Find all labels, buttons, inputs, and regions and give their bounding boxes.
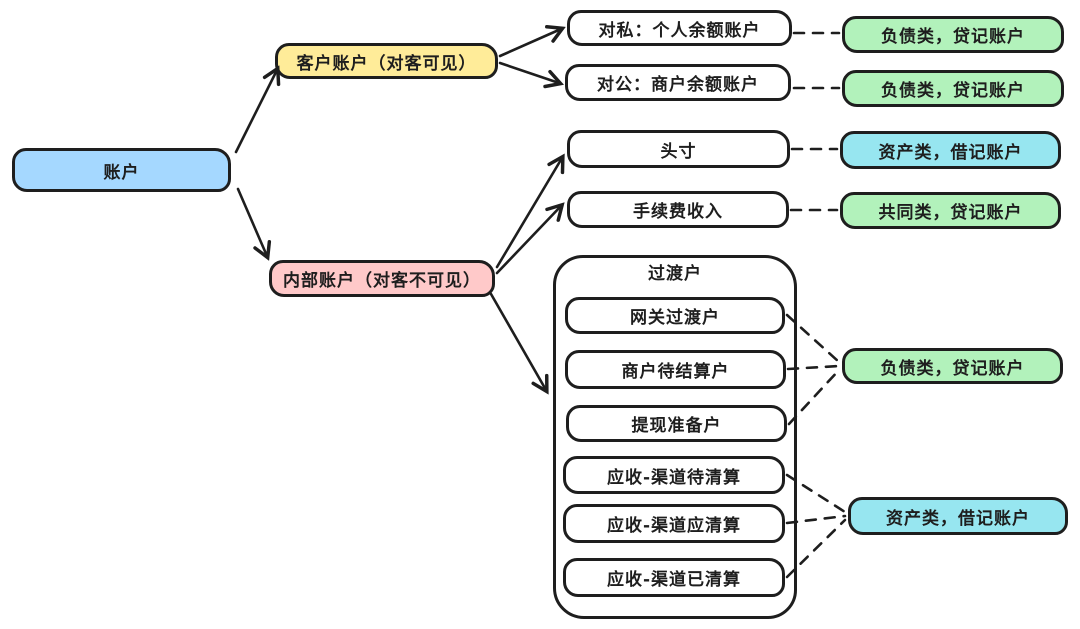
node-gateway-transition-label: 网关过渡户 <box>630 308 720 328</box>
node-position[interactable]: 头寸 <box>567 130 790 168</box>
node-personal-balance[interactable]: 对私：个人余额账户 <box>567 10 792 46</box>
node-asset-debit-1[interactable]: 资产类，借记账户 <box>840 131 1061 169</box>
node-liability-credit-1[interactable]: 负债类，贷记账户 <box>842 16 1064 53</box>
transition-group-text: 过渡户 <box>648 263 702 284</box>
node-withdrawal-reserve-label: 提现准备户 <box>631 416 722 436</box>
node-merchant-pending-settlement[interactable]: 商户待结算户 <box>565 350 786 389</box>
node-root-account-label: 账户 <box>103 162 140 183</box>
edge-customer-to-merchant-arrow <box>498 61 559 83</box>
edge-root-to-customer-arrow <box>234 70 277 154</box>
node-merchant-balance-label: 对公：商户余额账户 <box>597 75 759 95</box>
node-root-account[interactable]: 账户 <box>12 148 231 192</box>
node-liability-credit-3[interactable]: 负债类，贷记账户 <box>842 348 1063 384</box>
node-personal-balance-label: 对私：个人余额账户 <box>598 20 761 41</box>
node-receivable-channel-due[interactable]: 应收-渠道应清算 <box>563 504 785 543</box>
edge-root-to-internal-arrow <box>236 187 267 256</box>
edge-customer-to-personal-arrow <box>498 29 561 58</box>
node-liability-credit-2-label: 负债类，贷记账户 <box>881 81 1025 101</box>
node-receivable-channel-cleared[interactable]: 应收-渠道已清算 <box>563 558 785 597</box>
node-common-credit[interactable]: 共同类，贷记账户 <box>840 192 1061 229</box>
node-receivable-channel-pending-label: 应收-渠道待清算 <box>606 467 742 488</box>
node-asset-debit-1-label: 资产类，借记账户 <box>878 142 1023 163</box>
node-withdrawal-reserve[interactable]: 提现准备户 <box>566 405 787 442</box>
node-fee-income-label: 手续费收入 <box>633 202 723 222</box>
node-gateway-transition[interactable]: 网关过渡户 <box>565 297 785 334</box>
node-internal-account-label: 内部账户（对客不可见） <box>283 271 481 291</box>
node-customer-account[interactable]: 客户账户（对客可见） <box>275 43 498 79</box>
node-asset-debit-2-label: 资产类，借记账户 <box>886 508 1030 529</box>
node-merchant-pending-settlement-label: 商户待结算户 <box>621 362 730 382</box>
edge-internal-to-fee-arrow <box>495 206 561 275</box>
node-receivable-channel-due-label: 应收-渠道应清算 <box>606 516 742 536</box>
edge-internal-to-position-arrow <box>495 158 562 269</box>
node-receivable-channel-cleared-label: 应收-渠道已清算 <box>606 570 742 590</box>
node-common-credit-label: 共同类，贷记账户 <box>878 203 1023 223</box>
node-customer-account-label: 客户账户（对客可见） <box>296 53 477 74</box>
transition-group-label: 过渡户 <box>553 258 797 284</box>
node-liability-credit-1-label: 负债类，贷记账户 <box>881 27 1025 47</box>
node-internal-account[interactable]: 内部账户（对客不可见） <box>269 260 495 297</box>
node-position-label: 头寸 <box>660 141 697 162</box>
edge-internal-to-transition-group-arrow <box>489 292 546 390</box>
node-liability-credit-3-label: 负债类，贷记账户 <box>880 358 1025 379</box>
node-liability-credit-2[interactable]: 负债类，贷记账户 <box>842 70 1064 107</box>
node-receivable-channel-pending[interactable]: 应收-渠道待清算 <box>563 456 785 494</box>
node-fee-income[interactable]: 手续费收入 <box>567 191 789 228</box>
node-merchant-balance[interactable]: 对公：商户余额账户 <box>565 64 791 101</box>
node-asset-debit-2[interactable]: 资产类，借记账户 <box>848 497 1068 535</box>
